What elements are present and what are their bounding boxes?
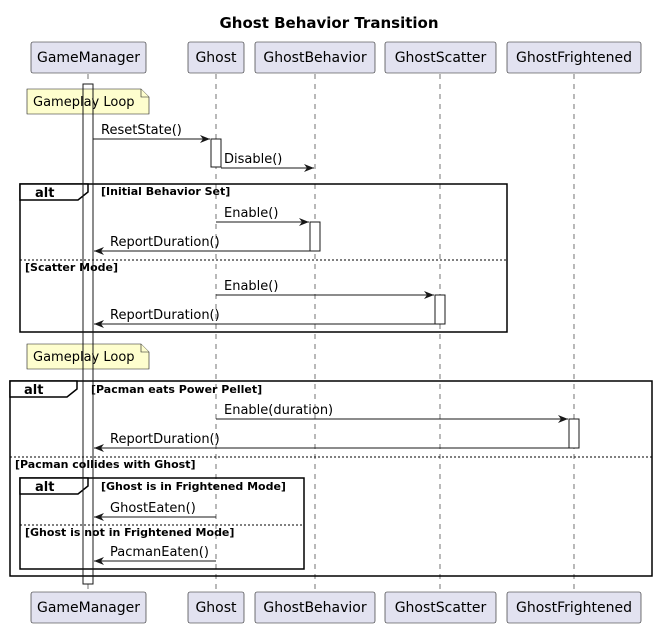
fragment-else-guard: [Pacman collides with Ghost]	[15, 458, 196, 471]
participant-ghostscatter-bottom: GhostScatter	[384, 591, 497, 624]
participant-label: GameManager	[37, 600, 140, 616]
participant-ghost-bottom: Ghost	[187, 591, 245, 624]
participant-label: Ghost	[195, 50, 237, 66]
message-label: ReportDuration()	[110, 235, 220, 250]
message-disable: Disable()	[221, 152, 314, 172]
participant-ghostbehavior-top: GhostBehavior	[254, 41, 376, 74]
participant-ghostscatter-top: GhostScatter	[384, 41, 497, 74]
message-label: Disable()	[224, 152, 282, 167]
fragment-guard: [Pacman eats Power Pellet]	[91, 383, 262, 396]
fragment-else-guard: [Ghost is not in Frightened Mode]	[25, 526, 234, 539]
message-label: Enable()	[224, 279, 278, 294]
message-pacman-eaten: PacmanEaten()	[94, 545, 216, 565]
message-label: ReportDuration()	[110, 432, 220, 447]
message-enable-scatter: Enable()	[216, 279, 434, 299]
message-reset-state: ResetState()	[93, 123, 210, 143]
message-label: GhostEaten()	[110, 501, 196, 516]
participant-label: GhostBehavior	[263, 50, 366, 66]
participant-label: GameManager	[37, 50, 140, 66]
message-ghost-eaten: GhostEaten()	[94, 501, 216, 521]
message-label: Enable(duration)	[224, 403, 333, 418]
diagram-title: Ghost Behavior Transition	[219, 14, 438, 32]
participant-label: GhostScatter	[395, 50, 487, 66]
participant-label: GhostFrightened	[516, 50, 632, 66]
participant-gamemanager-bottom: GameManager	[30, 591, 147, 624]
message-label: ResetState()	[101, 123, 182, 138]
message-label: PacmanEaten()	[110, 545, 209, 560]
activation-gamemanager	[82, 83, 94, 585]
note-gameplay-loop-2: Gameplay Loop	[26, 343, 150, 370]
activation-ghostscatter	[434, 294, 446, 325]
fragment-keyword: alt	[35, 186, 54, 201]
message-enable-behavior: Enable()	[216, 206, 309, 226]
fragment-else-guard: [Scatter Mode]	[25, 261, 118, 274]
note-gameplay-loop-1: Gameplay Loop	[26, 88, 150, 115]
note-text: Gameplay Loop	[33, 95, 135, 110]
message-enable-frightened: Enable(duration)	[216, 403, 568, 423]
message-report-duration-frightened: ReportDuration()	[94, 432, 569, 452]
fragment-alt-frightened-mode: alt [Ghost is in Frightened Mode] [Ghost…	[19, 477, 305, 570]
message-label: Enable()	[224, 206, 278, 221]
activation-ghostfrightened	[568, 418, 580, 449]
participant-ghostfrightened-top: GhostFrightened	[506, 41, 642, 74]
participant-label: GhostBehavior	[263, 600, 366, 616]
message-report-duration-scatter: ReportDuration()	[94, 308, 435, 328]
participant-label: GhostScatter	[395, 600, 487, 616]
participant-ghostbehavior-bottom: GhostBehavior	[254, 591, 376, 624]
message-label: ReportDuration()	[110, 308, 220, 323]
message-report-duration-behavior: ReportDuration()	[94, 235, 310, 255]
fragment-keyword: alt	[35, 480, 54, 495]
participant-label: GhostFrightened	[516, 600, 632, 616]
participant-label: Ghost	[195, 600, 237, 616]
activation-ghost	[210, 138, 222, 168]
activation-ghostbehavior	[309, 221, 321, 252]
fragment-guard: [Ghost is in Frightened Mode]	[101, 480, 286, 493]
participant-ghost-top: Ghost	[187, 41, 245, 74]
participant-ghostfrightened-bottom: GhostFrightened	[506, 591, 642, 624]
fragment-alt-power-pellet: alt [Pacman eats Power Pellet] [Pacman c…	[9, 380, 653, 577]
fragment-guard: [Initial Behavior Set]	[101, 185, 230, 198]
fragment-alt-initial-behavior: alt [Initial Behavior Set] [Scatter Mode…	[19, 183, 508, 333]
fragment-keyword: alt	[24, 383, 43, 398]
participant-gamemanager-top: GameManager	[30, 41, 147, 74]
note-text: Gameplay Loop	[33, 350, 135, 365]
